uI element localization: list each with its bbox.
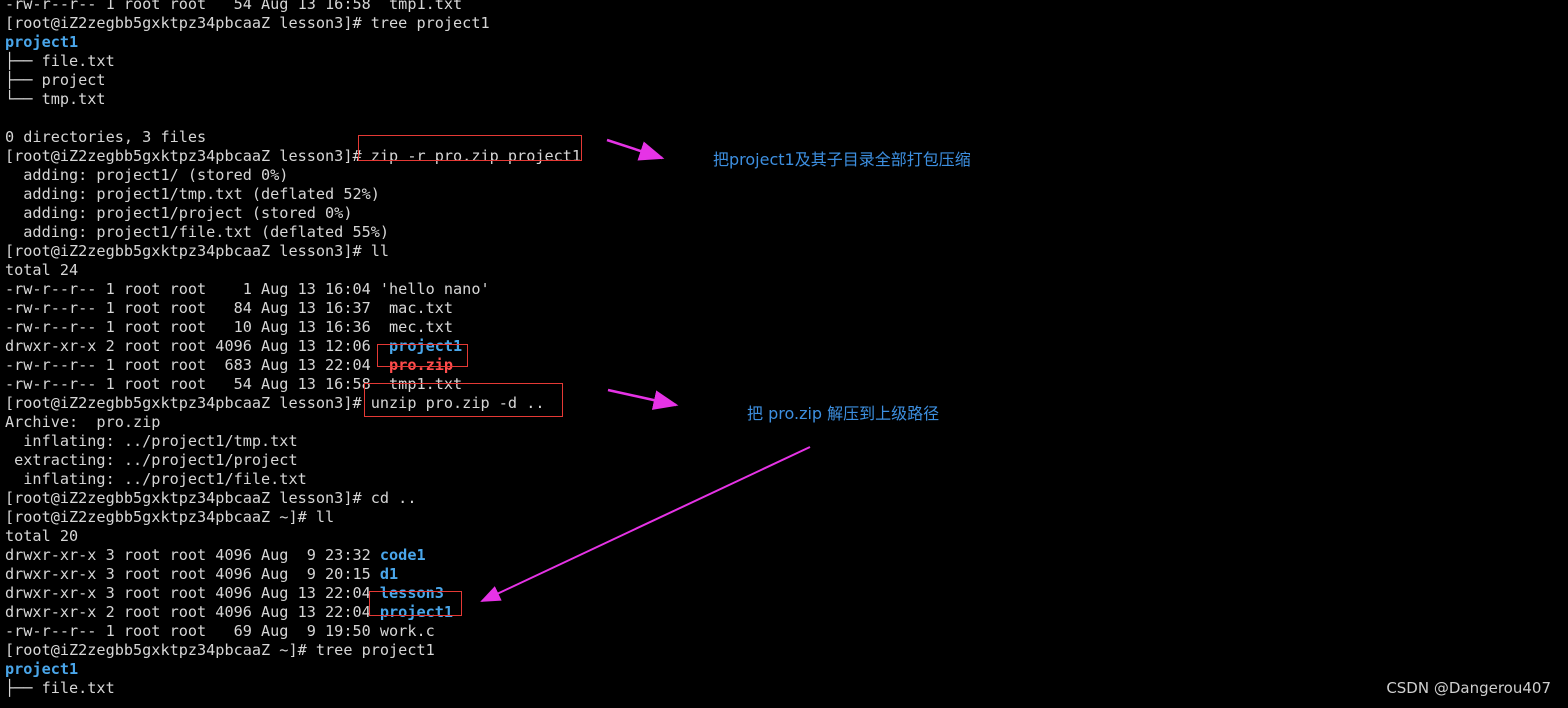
terminal-line: adding: project1/project (stored 0%) [5, 204, 352, 223]
watermark: CSDN @Dangerou407 [1386, 679, 1551, 697]
terminal-line: [root@iZ2zegbb5gxktpz34pbcaaZ ~]# ll [5, 508, 334, 527]
directory-name: lesson3 [379, 584, 444, 602]
terminal-text: drwxr-xr-x 3 root root 4096 Aug 13 22:04 [5, 584, 380, 602]
terminal-text: Archive: pro.zip [5, 413, 161, 431]
terminal-text: [root@iZ2zegbb5gxktpz34pbcaaZ lesson3]# … [5, 489, 417, 507]
terminal-line: -rw-r--r-- 1 root root 69 Aug 9 19:50 wo… [5, 622, 435, 641]
terminal-text: -rw-r--r-- 1 root root 54 Aug 13 16:58 t… [5, 0, 463, 13]
annotation-unzip-note: 把 pro.zip 解压到上级路径 [747, 404, 940, 423]
terminal-text: ├── file.txt [5, 52, 115, 70]
terminal-text: -rw-r--r-- 1 root root 1 Aug 13 16:04 'h… [5, 280, 490, 298]
directory-name: project1 [5, 33, 79, 51]
terminal-text: total 20 [5, 527, 79, 545]
terminal-line: -rw-r--r-- 1 root root 1 Aug 13 16:04 'h… [5, 280, 490, 299]
terminal-line: extracting: ../project1/project [5, 451, 298, 470]
terminal-text: drwxr-xr-x 3 root root 4096 Aug 9 23:32 [5, 546, 380, 564]
terminal-text: -rw-r--r-- 1 root root 683 Aug 13 22:04 [5, 356, 390, 374]
terminal-line: [root@iZ2zegbb5gxktpz34pbcaaZ lesson3]# … [5, 489, 416, 508]
arrow-to-project1 [480, 446, 811, 602]
terminal-text: drwxr-xr-x 2 root root 4096 Aug 13 22:04 [5, 603, 380, 621]
terminal-line: project1 [5, 33, 78, 52]
terminal-line: drwxr-xr-x 2 root root 4096 Aug 13 22:04… [5, 603, 453, 622]
archive-name: pro.zip [389, 356, 454, 374]
annotation-zip-note: 把project1及其子目录全部打包压缩 [713, 150, 971, 169]
terminal-line: drwxr-xr-x 3 root root 4096 Aug 9 20:15 … [5, 565, 398, 584]
terminal-text: ├── file.txt [5, 679, 115, 697]
terminal-line: adding: project1/file.txt (deflated 55%) [5, 223, 389, 242]
terminal-line: -rw-r--r-- 1 root root 54 Aug 13 16:58 t… [5, 0, 462, 14]
terminal-line: [root@iZ2zegbb5gxktpz34pbcaaZ ~]# tree p… [5, 641, 435, 660]
terminal-text: adding: project1/ (stored 0%) [5, 166, 289, 184]
terminal-text: inflating: ../project1/tmp.txt [5, 432, 298, 450]
terminal-line: Archive: pro.zip [5, 413, 160, 432]
terminal-text: [root@iZ2zegbb5gxktpz34pbcaaZ lesson3]# … [5, 14, 490, 32]
highlight-zip-command [358, 135, 582, 161]
terminal-line: drwxr-xr-x 2 root root 4096 Aug 13 12:06… [5, 337, 462, 356]
terminal-line: total 20 [5, 527, 78, 546]
terminal-text: adding: project1/project (stored 0%) [5, 204, 353, 222]
terminal-line: -rw-r--r-- 1 root root 84 Aug 13 16:37 m… [5, 299, 453, 318]
terminal-text: extracting: ../project1/project [5, 451, 298, 469]
terminal-text: [root@iZ2zegbb5gxktpz34pbcaaZ lesson3]# … [5, 242, 390, 260]
terminal-line: [root@iZ2zegbb5gxktpz34pbcaaZ lesson3]# … [5, 14, 490, 33]
highlight-project1-dir [369, 591, 462, 616]
terminal-text: drwxr-xr-x 3 root root 4096 Aug 9 20:15 [5, 565, 380, 583]
highlight-pro-zip [377, 344, 468, 367]
directory-name: project1 [389, 337, 463, 355]
terminal-line: [root@iZ2zegbb5gxktpz34pbcaaZ lesson3]# … [5, 242, 389, 261]
terminal-line: ├── file.txt [5, 52, 115, 71]
directory-name: project1 [5, 660, 79, 678]
terminal-line: adding: project1/ (stored 0%) [5, 166, 288, 185]
terminal-text: -rw-r--r-- 1 root root 84 Aug 13 16:37 m… [5, 299, 454, 317]
terminal-text: total 24 [5, 261, 79, 279]
terminal-text: -rw-r--r-- 1 root root 54 Aug 13 16:58 t… [5, 375, 463, 393]
terminal-line: -rw-r--r-- 1 root root 54 Aug 13 16:58 t… [5, 375, 462, 394]
terminal-text: drwxr-xr-x 2 root root 4096 Aug 13 12:06 [5, 337, 390, 355]
arrow-unzip-note [607, 388, 679, 410]
terminal-line: inflating: ../project1/file.txt [5, 470, 307, 489]
highlight-unzip-command [364, 383, 563, 417]
terminal-line: project1 [5, 660, 78, 679]
terminal-line: drwxr-xr-x 3 root root 4096 Aug 13 22:04… [5, 584, 444, 603]
terminal-line: inflating: ../project1/tmp.txt [5, 432, 298, 451]
terminal-line: ├── file.txt [5, 679, 115, 698]
terminal-text: [root@iZ2zegbb5gxktpz34pbcaaZ lesson3]# … [5, 394, 545, 412]
terminal-line: drwxr-xr-x 3 root root 4096 Aug 9 23:32 … [5, 546, 426, 565]
directory-name: code1 [379, 546, 426, 564]
terminal-line: 0 directories, 3 files [5, 128, 206, 147]
directory-name: project1 [379, 603, 454, 621]
terminal-text: -rw-r--r-- 1 root root 10 Aug 13 16:36 m… [5, 318, 454, 336]
terminal-text: -rw-r--r-- 1 root root 69 Aug 9 19:50 wo… [5, 622, 435, 640]
terminal-text: adding: project1/tmp.txt (deflated 52%) [5, 185, 380, 203]
arrow-zip-note [606, 138, 665, 161]
directory-name: d1 [379, 565, 399, 583]
terminal-line: [root@iZ2zegbb5gxktpz34pbcaaZ lesson3]# … [5, 394, 544, 413]
terminal-text: [root@iZ2zegbb5gxktpz34pbcaaZ ~]# tree p… [5, 641, 435, 659]
terminal-text: ├── project [5, 71, 106, 89]
terminal-line: -rw-r--r-- 1 root root 10 Aug 13 16:36 m… [5, 318, 453, 337]
terminal-text: 0 directories, 3 files [5, 128, 207, 146]
terminal-text: inflating: ../project1/file.txt [5, 470, 307, 488]
terminal-line: total 24 [5, 261, 78, 280]
terminal-line: adding: project1/tmp.txt (deflated 52%) [5, 185, 380, 204]
terminal-line: ├── project [5, 71, 106, 90]
terminal-text: adding: project1/file.txt (deflated 55%) [5, 223, 390, 241]
terminal-line: -rw-r--r-- 1 root root 683 Aug 13 22:04 … [5, 356, 453, 375]
terminal-text: └── tmp.txt [5, 90, 106, 108]
terminal-text: [root@iZ2zegbb5gxktpz34pbcaaZ ~]# ll [5, 508, 335, 526]
terminal-line: └── tmp.txt [5, 90, 106, 109]
